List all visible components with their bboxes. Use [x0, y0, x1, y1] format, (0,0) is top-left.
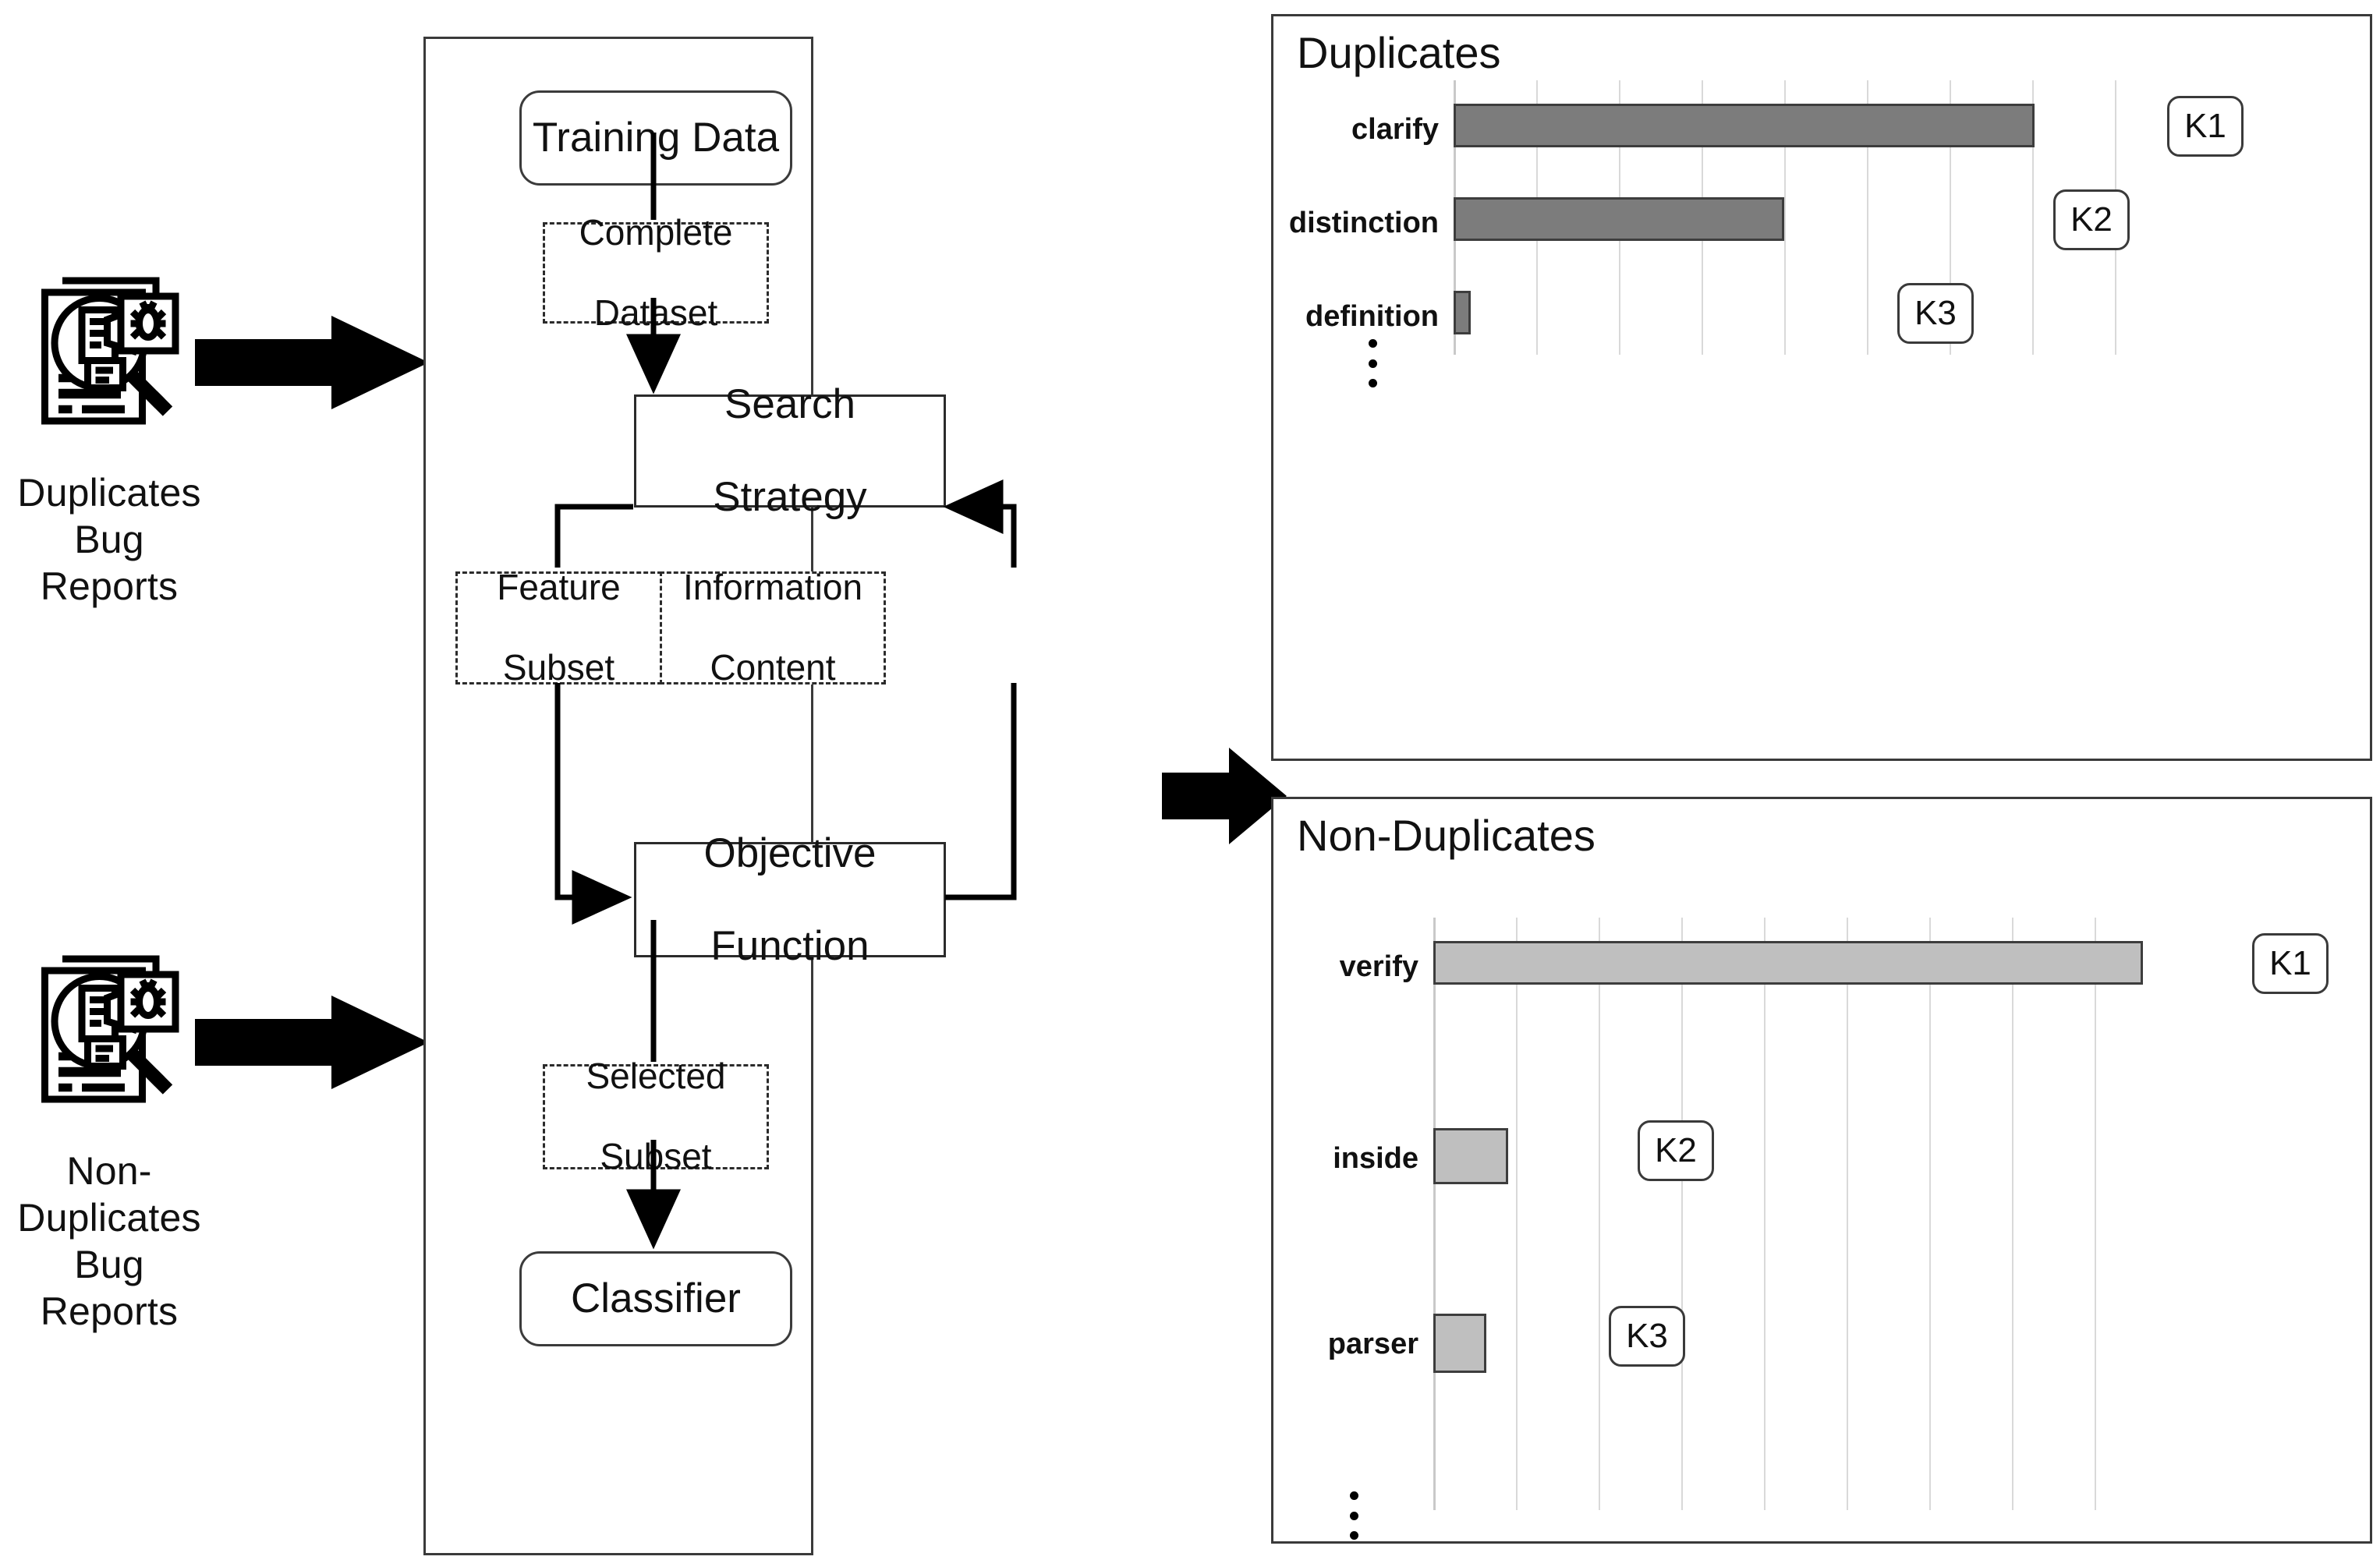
source-non-duplicates: Non-Duplicates Bug Reports: [8, 936, 211, 1335]
source-caption-line1: Non-Duplicates: [17, 1149, 201, 1240]
source-caption: Non-Duplicates Bug Reports: [8, 1148, 211, 1335]
category-label: inside: [1333, 1142, 1418, 1175]
node-objective-function[interactable]: Objective Function: [634, 830, 946, 969]
node-line1: Complete: [579, 211, 733, 253]
chart-axis-line: [1433, 918, 1436, 1510]
node-line1: Information: [682, 567, 863, 608]
node-line2: Content: [710, 647, 836, 688]
node-complete-dataset[interactable]: Complete Dataset: [543, 212, 769, 332]
non-duplicates-plot-area: verify inside parser K1 K2 K3: [1273, 799, 2370, 1541]
source-duplicates: Duplicates Bug Reports: [8, 257, 211, 610]
duplicates-chart-panel: Duplicates clarify distinction definitio…: [1271, 14, 2372, 761]
chart-title: Duplicates: [1297, 28, 1501, 77]
category-label: clarify: [1351, 113, 1439, 146]
node-line2: Function: [710, 922, 869, 969]
vertical-ellipsis-icon: [1348, 1491, 1359, 1540]
node-selected-subset[interactable]: Selected Subset: [543, 1056, 769, 1176]
pipeline-panel: Training Data Complete Dataset Search St…: [423, 37, 946, 1555]
gridline: [2012, 918, 2013, 1510]
source-caption-line1: Duplicates: [17, 471, 201, 515]
badge-k3[interactable]: K3: [1609, 1306, 1685, 1367]
chart-title: Non-Duplicates: [1297, 811, 1596, 860]
node-line1: Objective: [703, 830, 877, 876]
non-duplicates-chart-panel: Non-Duplicates verify inside parser K1 K…: [1271, 797, 2372, 1544]
node-line2: Dataset: [593, 292, 718, 333]
badge-k2[interactable]: K2: [1638, 1120, 1714, 1181]
gridline: [1847, 918, 1848, 1510]
gridline: [2032, 80, 2034, 355]
category-label: parser: [1327, 1328, 1418, 1360]
gridline: [1516, 918, 1518, 1510]
node-line1: Selected: [586, 1056, 726, 1097]
node-information-content[interactable]: Information Content: [660, 567, 886, 688]
bug-report-icon: [12, 257, 207, 452]
badge-k2[interactable]: K2: [2053, 189, 2130, 250]
node-line1: Feature: [497, 567, 621, 608]
category-label: definition: [1305, 300, 1439, 333]
bug-report-icon: [12, 936, 207, 1130]
bar-inside[interactable]: [1433, 1128, 1508, 1184]
badge-k1[interactable]: K1: [2252, 933, 2329, 994]
category-label: verify: [1339, 950, 1418, 983]
bar-parser[interactable]: [1433, 1314, 1486, 1373]
source-caption: Duplicates Bug Reports: [8, 469, 211, 610]
gridline: [1599, 918, 1600, 1510]
gridline: [2095, 918, 2096, 1510]
node-line2: Strategy: [713, 474, 867, 521]
source-caption-line2: Bug Reports: [40, 1243, 179, 1333]
vertical-ellipsis-icon: [1367, 339, 1378, 387]
gridline: [1784, 80, 1786, 355]
gridline: [1681, 918, 1683, 1510]
bar-distinction[interactable]: [1454, 197, 1784, 241]
duplicates-plot-area: clarify distinction definition K1 K2 K3: [1273, 16, 2370, 759]
node-search-strategy[interactable]: Search Strategy: [634, 381, 946, 520]
source-caption-line2: Bug Reports: [40, 518, 179, 608]
arrow-pipeline-to-charts: [1162, 748, 1287, 844]
node-line1: Search: [724, 381, 855, 428]
bar-definition[interactable]: [1454, 291, 1471, 334]
node-line2: Subset: [600, 1136, 712, 1177]
node-line2: Subset: [502, 647, 615, 688]
node-feature-subset[interactable]: Feature Subset: [455, 567, 662, 688]
node-classifier[interactable]: Classifier: [519, 1251, 792, 1346]
arrow-non-duplicates-to-pipeline: [195, 996, 429, 1089]
gridline: [1929, 918, 1931, 1510]
bar-clarify[interactable]: [1454, 104, 2035, 147]
gridline: [1950, 80, 1951, 355]
badge-k1[interactable]: K1: [2167, 96, 2244, 157]
gridline: [1764, 918, 1766, 1510]
badge-k3[interactable]: K3: [1897, 283, 1974, 344]
bar-verify[interactable]: [1433, 941, 2143, 985]
category-label: distinction: [1288, 207, 1439, 239]
arrow-duplicates-to-pipeline: [195, 316, 429, 409]
node-training-data[interactable]: Training Data: [519, 90, 792, 186]
gridline: [1867, 80, 1868, 355]
